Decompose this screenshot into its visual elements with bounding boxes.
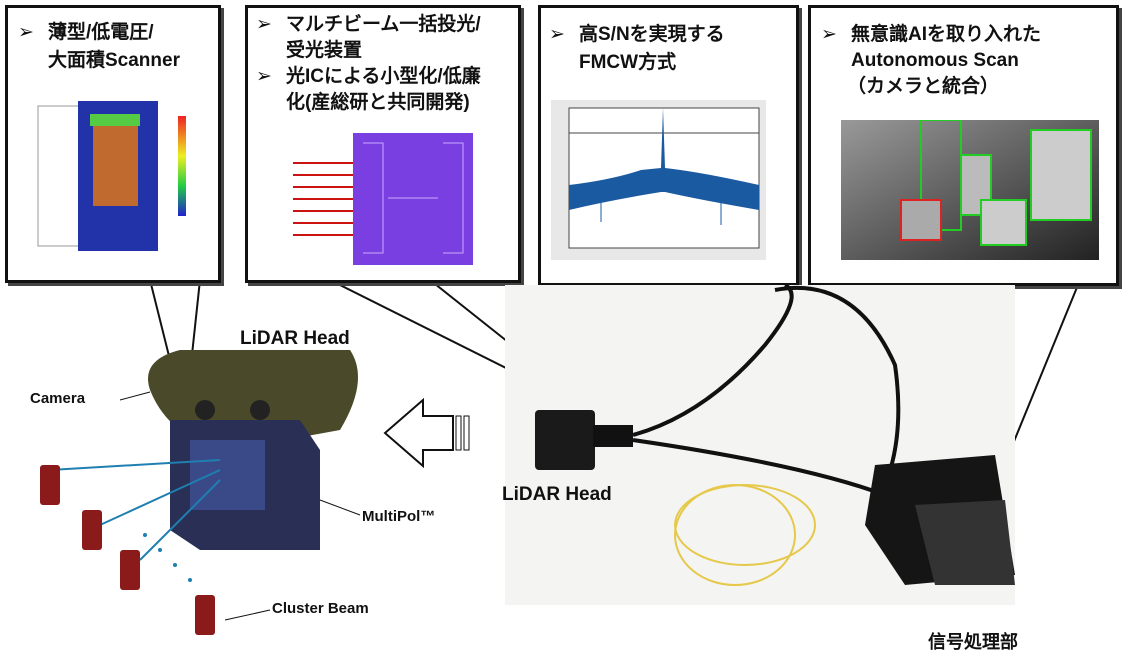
camera-label: Camera bbox=[30, 390, 86, 407]
lidar-head-illustration bbox=[40, 350, 361, 635]
bullet-line-cont: 化(産総研と共同開発) bbox=[286, 92, 470, 113]
scanner-simulation-image bbox=[37, 101, 186, 251]
cluster-beam-label: Cluster Beam bbox=[272, 600, 369, 617]
bullet-line-cont: 大面積Scanner bbox=[48, 50, 180, 71]
lidar-head-photo-label: LiDAR Head bbox=[502, 484, 612, 505]
bullet-line: ➢マルチビーム一括投光/ bbox=[256, 14, 481, 35]
bullet-line-cont: （カメラと統合） bbox=[847, 76, 1000, 97]
bullet-arrow-icon: ➢ bbox=[821, 24, 837, 45]
bullet-line: ➢薄型/低電圧/ bbox=[18, 22, 154, 43]
bullet-arrow-icon: ➢ bbox=[18, 22, 34, 43]
bullet-arrow-icon: ➢ bbox=[549, 24, 565, 45]
depth-camera-detection-image bbox=[841, 120, 1099, 260]
bullet-line-cont: 受光装置 bbox=[286, 40, 363, 61]
callout-autonomous-scan: ➢無意識AIを取り入れた Autonomous Scan （カメラと統合） bbox=[808, 5, 1119, 286]
bullet-line: ➢光ICによる小型化/低廉 bbox=[256, 66, 481, 87]
callout-multibeam: ➢マルチビーム一括投光/ 受光装置 ➢光ICによる小型化/低廉 化(産総研と共同… bbox=[245, 5, 521, 283]
bullet-line-cont: Autonomous Scan bbox=[851, 50, 1019, 71]
multipol-label: MultiPol™ bbox=[362, 508, 436, 525]
fmcw-spectrum-plot-image bbox=[551, 100, 766, 260]
bullet-line-cont: FMCW方式 bbox=[579, 52, 677, 73]
lidar-hardware-photo bbox=[505, 285, 1015, 605]
bullet-line: ➢高S/Nを実現する bbox=[549, 24, 725, 45]
bullet-line: ➢無意識AIを取り入れた bbox=[821, 24, 1042, 45]
callout-scanner: ➢薄型/低電圧/ 大面積Scanner bbox=[5, 5, 221, 283]
signal-processing-unit-label: 信号処理部 bbox=[928, 632, 1018, 652]
callout-fmcw: ➢高S/Nを実現する FMCW方式 bbox=[538, 5, 799, 286]
bullet-arrow-icon: ➢ bbox=[256, 14, 272, 35]
bullet-arrow-icon: ➢ bbox=[256, 66, 272, 87]
hollow-left-arrow-icon bbox=[383, 398, 470, 468]
lidar-head-top-label: LiDAR Head bbox=[240, 328, 350, 349]
photonic-ic-chip-image bbox=[293, 133, 473, 265]
